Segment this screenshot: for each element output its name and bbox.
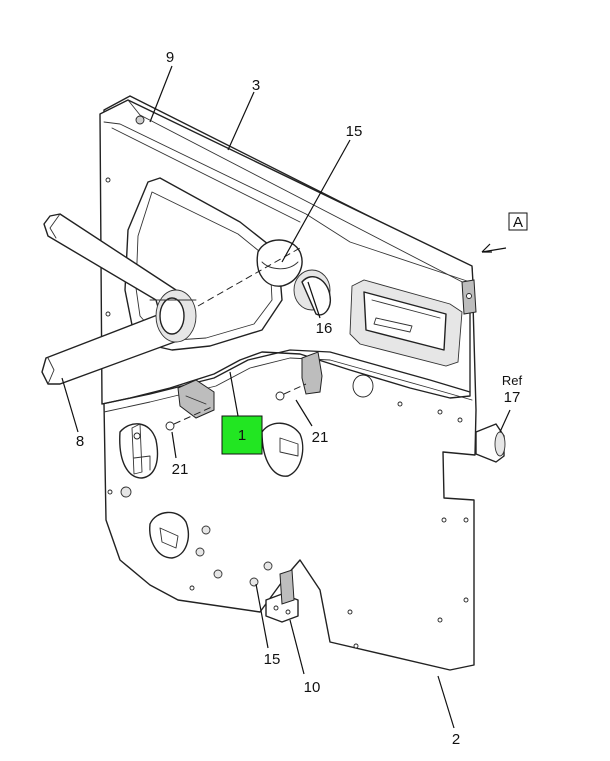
callout-17: 17 — [504, 389, 521, 406]
inside-handle-recess — [349, 279, 463, 367]
latch-cutout — [119, 423, 159, 479]
callout-10: 10 — [304, 679, 321, 696]
lower-bracket-left — [177, 379, 215, 419]
callout-3: 3 — [252, 77, 260, 94]
lower-bracket-right — [301, 351, 323, 395]
screw-right — [275, 383, 307, 401]
screw-left — [165, 405, 215, 431]
callout-16: 16 — [316, 320, 333, 337]
callout-9: 9 — [166, 49, 174, 66]
callout-15-bottom: 15 — [264, 651, 281, 668]
callout-8: 8 — [76, 433, 84, 450]
callout-a: A — [513, 214, 523, 231]
panel-round-hole — [352, 374, 374, 398]
leader-lines — [61, 65, 511, 729]
callout-2: 2 — [452, 731, 460, 748]
lower-cutout — [149, 511, 190, 559]
callout-ref: Ref — [502, 373, 523, 388]
grab-handle-bar — [41, 213, 197, 385]
callout-a-box — [508, 212, 528, 231]
callout-1: 1 — [238, 427, 246, 444]
fasteners — [105, 115, 469, 649]
lock-cutout — [261, 422, 304, 477]
callout-21-right: 21 — [312, 429, 329, 446]
ref-rod — [475, 423, 506, 463]
callout-15-top: 15 — [346, 123, 363, 140]
callout-21-left: 21 — [172, 461, 189, 478]
callout-1-highlight — [221, 415, 263, 455]
speaker-disc — [256, 239, 303, 287]
hinge-bracket — [265, 569, 299, 623]
assembly-axis-line — [197, 247, 301, 307]
